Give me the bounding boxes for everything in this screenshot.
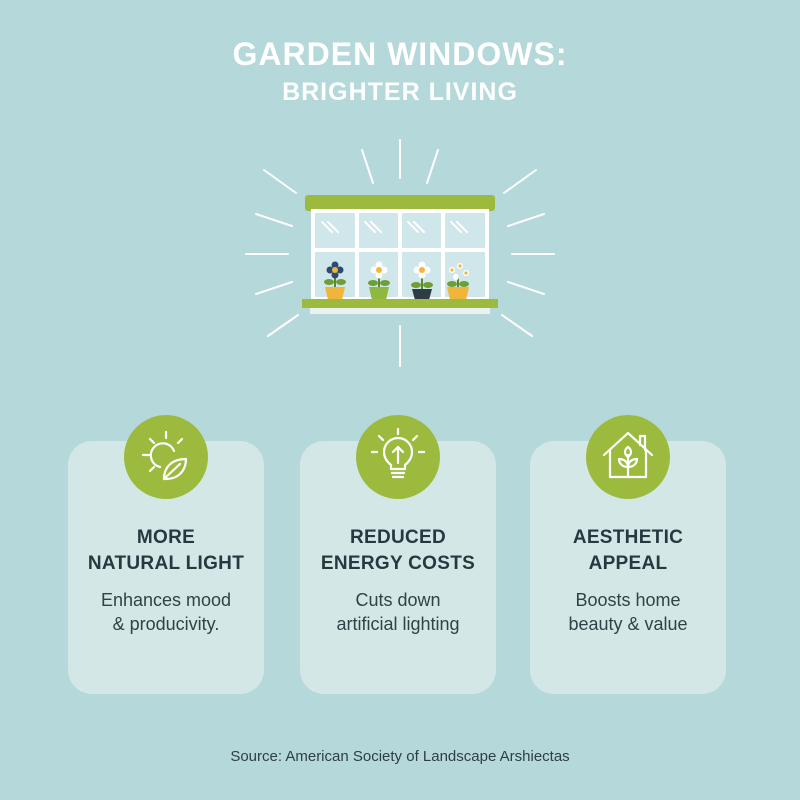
card-title-line-2: APPEAL	[588, 553, 668, 574]
plant-4	[447, 263, 469, 300]
card-natural-light: MORE NATURAL LIGHT Enhances mood & produ…	[68, 415, 264, 694]
sun-leaf-icon	[141, 430, 188, 481]
light-rays	[245, 139, 555, 367]
card-desc-line-1: Cuts down	[355, 590, 441, 610]
card-desc-line-2: artificial lighting	[336, 614, 460, 634]
card-description: Cuts down artificial lighting	[300, 588, 496, 636]
card-desc-line-2: & producivity.	[112, 614, 220, 634]
card-aesthetic-appeal: AESTHETIC APPEAL Boosts home beauty & va…	[530, 415, 726, 694]
plant-3	[411, 261, 433, 300]
page-title: GARDEN WINDOWS: BRIGHTER LIVING	[0, 34, 800, 108]
lightbulb-badge	[356, 415, 440, 499]
card-description: Enhances mood & producivity.	[68, 588, 264, 636]
card-title-line-1: MORE	[136, 527, 196, 548]
card-desc-line-1: Enhances mood	[100, 590, 232, 610]
card-energy-costs: REDUCED ENERGY COSTS Cuts down artificia…	[300, 415, 496, 694]
card-title-line-1: REDUCED	[349, 527, 447, 548]
garden-window-illustration	[245, 139, 555, 367]
card-description: Boosts home beauty & value	[530, 588, 726, 636]
title-line-2: BRIGHTER LIVING	[282, 78, 518, 106]
card-title-line-2: ENERGY COSTS	[320, 553, 476, 574]
card-title-line-1: AESTHETIC	[572, 527, 684, 548]
plant-2	[368, 261, 390, 300]
card-desc-line-1: Boosts home	[575, 590, 681, 610]
sun-leaf-badge	[124, 415, 208, 499]
card-title-line-2: NATURAL LIGHT	[87, 553, 245, 574]
house-plant-badge	[586, 415, 670, 499]
lightbulb-icon	[370, 427, 426, 479]
source-citation: Source: American Society of Landscape Ar…	[230, 748, 570, 765]
card-title: MORE NATURAL LIGHT	[68, 525, 264, 577]
potted-plants	[324, 261, 469, 300]
card-desc-line-2: beauty & value	[568, 614, 688, 634]
card-title: AESTHETIC APPEAL	[530, 525, 726, 577]
title-line-1: GARDEN WINDOWS:	[232, 36, 568, 72]
card-title: REDUCED ENERGY COSTS	[300, 525, 496, 577]
house-plant-icon	[602, 431, 654, 479]
plant-1	[324, 261, 346, 300]
